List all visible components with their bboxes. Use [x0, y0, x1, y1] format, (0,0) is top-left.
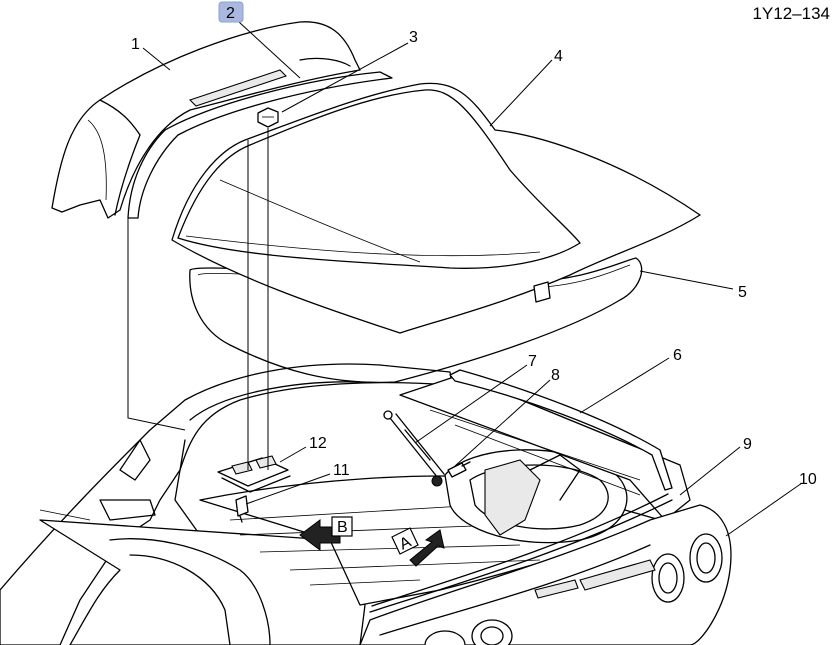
leader-5: [639, 270, 734, 290]
part-12-latch: [217, 455, 291, 493]
view-arrow-a: A: [391, 527, 445, 567]
figure-id: 1Y12–134: [752, 4, 830, 23]
callout-3: 3: [409, 29, 418, 46]
part-4-trunk-lid: [171, 82, 701, 334]
tail-lamp-left: [424, 619, 513, 645]
part-1-rear-panel: [51, 21, 361, 219]
leader-8: [454, 379, 551, 467]
leader-7: [414, 364, 528, 444]
leader-3: [281, 42, 409, 113]
tail-lamp-right: [651, 533, 723, 603]
part-11-bolt: [235, 495, 249, 523]
callout-5: 5: [738, 284, 747, 301]
leader-9: [679, 446, 741, 496]
part-7-lid-strut: [383, 410, 445, 487]
part-6-seal-strip: [449, 369, 673, 491]
leader-4: [489, 59, 553, 127]
callout-2-highlight: [218, 1, 244, 23]
view-arrow-b: B: [299, 516, 353, 551]
part-8-bolt: [447, 461, 471, 478]
callout-12: 12: [309, 435, 327, 452]
callout-2: 2: [226, 5, 235, 22]
view-arrow-b-label: B: [337, 519, 348, 536]
leader-1: [142, 47, 171, 71]
callout-7: 7: [528, 353, 537, 370]
callout-6: 6: [673, 347, 682, 364]
callout-1: 1: [131, 36, 140, 53]
callout-10: 10: [799, 471, 817, 488]
guide-line-1: [127, 218, 186, 431]
callout-8: 8: [551, 367, 560, 384]
leader-11: [245, 473, 331, 505]
part-9-weatherstrip: [369, 493, 673, 613]
leader-12: [279, 446, 307, 463]
leader-2: [238, 21, 301, 79]
part-3-nut: [257, 107, 279, 128]
leader-10: [725, 482, 803, 537]
callout-11: 11: [333, 462, 350, 479]
callout-4: 4: [554, 48, 563, 65]
callout-9: 9: [743, 436, 752, 453]
leader-6: [579, 357, 670, 414]
rear-body: [0, 363, 732, 645]
part-2-spoiler-seal: [127, 71, 393, 219]
